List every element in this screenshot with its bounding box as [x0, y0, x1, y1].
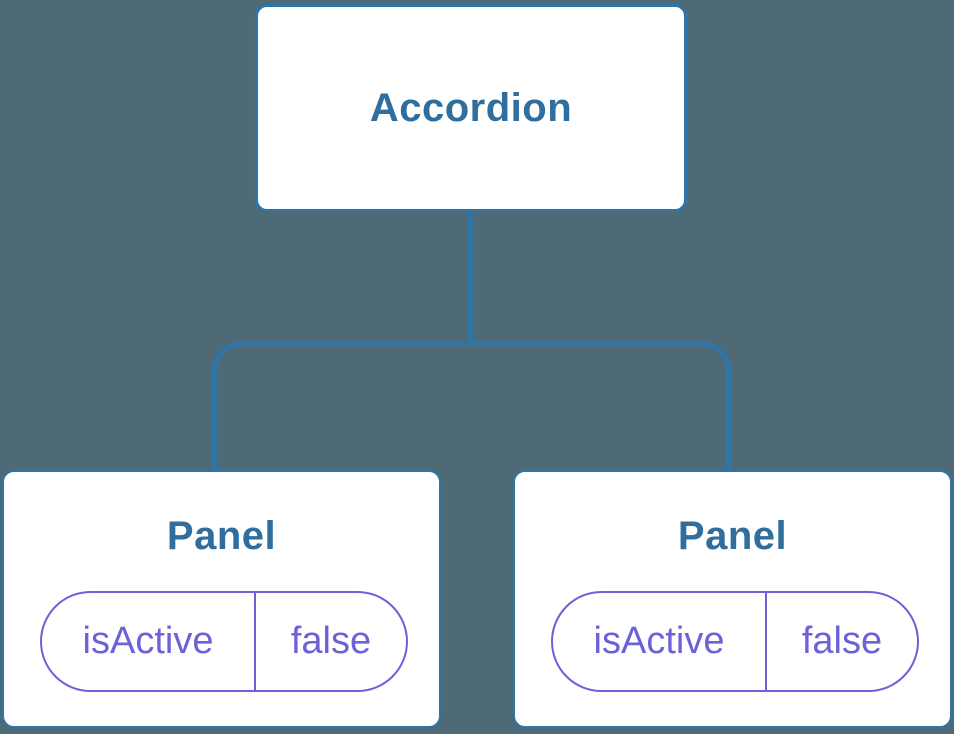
panel-node-label: Panel: [166, 514, 277, 558]
state-value: false: [290, 620, 372, 662]
panel-node-label: Panel: [677, 514, 788, 558]
state-pill: isActive false: [551, 591, 919, 692]
state-key: isActive: [553, 593, 767, 690]
connector-branch-line: [212, 341, 731, 470]
tree-node-panel-left: Panel isActive false: [2, 470, 441, 728]
connector-stem-line: [468, 209, 473, 344]
tree-node-panel-right: Panel isActive false: [513, 470, 952, 728]
state-pill: isActive false: [40, 591, 408, 692]
state-key: isActive: [42, 593, 256, 690]
state-value: false: [801, 620, 883, 662]
accordion-node-label: Accordion: [369, 85, 573, 130]
tree-node-accordion: Accordion: [255, 4, 687, 212]
